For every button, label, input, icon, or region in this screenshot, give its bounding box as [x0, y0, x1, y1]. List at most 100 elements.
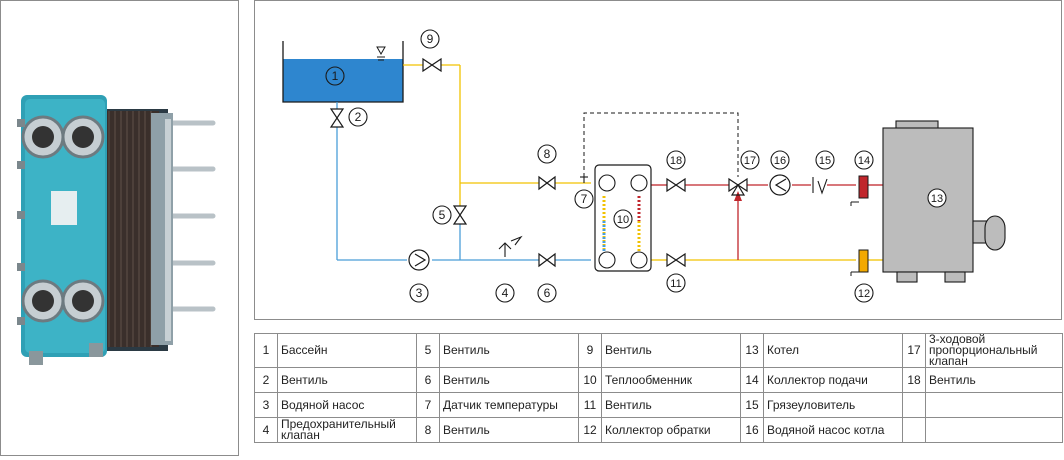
- marker-circle: [666, 273, 686, 293]
- legend-number: [902, 392, 926, 418]
- marker-circle: [325, 66, 345, 86]
- marker-label: 15: [819, 155, 831, 167]
- marker-6: 6: [537, 283, 557, 303]
- marker-2: 2: [348, 107, 368, 127]
- legend-number: 8: [416, 417, 440, 443]
- legend-number: [902, 417, 926, 443]
- marker-18: 18: [666, 150, 686, 170]
- legend-number: 9: [578, 333, 602, 368]
- boiler-pump-icon: [769, 174, 791, 196]
- valve-5-icon: [452, 205, 468, 225]
- marker-8: 8: [537, 144, 557, 164]
- marker-circle: [854, 283, 874, 303]
- marker-label: 3: [416, 286, 423, 300]
- marker-17: 17: [740, 150, 760, 170]
- marker-15: 15: [815, 150, 835, 170]
- marker-label: 7: [581, 192, 588, 206]
- marker-1: 1: [325, 66, 345, 86]
- strainer-icon: [812, 177, 828, 195]
- pool-return-pipes: [403, 64, 591, 206]
- marker-7: 7: [574, 189, 594, 209]
- plate-heat-exchanger-image: [17, 95, 216, 365]
- marker-label: 12: [858, 288, 870, 300]
- valve-11-icon: [666, 252, 686, 268]
- marker-label: 1: [332, 69, 339, 83]
- legend-number: 14: [740, 367, 764, 393]
- marker-14: 14: [854, 150, 874, 170]
- return-manifold-icon: [858, 249, 869, 273]
- legend-description: Вентиль: [439, 333, 579, 368]
- boiler-supply-pipes: [651, 184, 883, 260]
- marker-circle: [432, 205, 452, 225]
- valve-6-icon: [538, 252, 556, 268]
- marker-label: 16: [774, 155, 786, 167]
- marker-16: 16: [770, 150, 790, 170]
- legend-description: [925, 392, 1063, 418]
- marker-label: 9: [427, 32, 434, 46]
- marker-label: 2: [355, 110, 362, 124]
- legend-description: Котел: [763, 333, 903, 368]
- legend-number: 18: [902, 367, 926, 393]
- legend-description: Вентиль: [439, 417, 579, 443]
- valve-18-icon: [666, 177, 686, 193]
- marker-11: 11: [666, 273, 686, 293]
- legend-number: 5: [416, 333, 440, 368]
- legend-description: Коллектор обратки: [601, 417, 741, 443]
- marker-label: 14: [858, 155, 870, 167]
- legend-description: Коллектор подачи: [763, 367, 903, 393]
- legend-number: 4: [254, 417, 278, 443]
- marker-label: 6: [544, 286, 551, 300]
- supply-manifold-icon: [858, 175, 869, 199]
- control-signal-line: [583, 112, 739, 177]
- marker-circle: [537, 144, 557, 164]
- legend-number: 1: [254, 333, 278, 368]
- marker-3: 3: [409, 283, 429, 303]
- marker-circle: [409, 283, 429, 303]
- legend-description: Вентиль: [601, 333, 741, 368]
- marker-circle: [666, 150, 686, 170]
- marker-circle: [495, 283, 515, 303]
- legend-description: Водяной насос: [277, 392, 417, 418]
- marker-label: 5: [439, 208, 446, 222]
- marker-label: 10: [617, 214, 629, 226]
- marker-13: 13: [927, 188, 947, 208]
- temperature-sensor-icon: [580, 176, 588, 183]
- three-way-valve-17-icon: [728, 177, 748, 196]
- pool-circuit-pipes: [336, 102, 591, 261]
- legend-number: 12: [578, 417, 602, 443]
- marker-circle: [854, 150, 874, 170]
- marker-circle: [537, 283, 557, 303]
- pool-outline: [282, 41, 404, 103]
- legend-number: 2: [254, 367, 278, 393]
- marker-label: 13: [931, 193, 943, 205]
- marker-circle: [770, 150, 790, 170]
- legend-description: Водяной насос котла: [763, 417, 903, 443]
- bypass-flow-arrow: [734, 191, 742, 201]
- marker-label: 18: [670, 155, 682, 167]
- legend-number: 3: [254, 392, 278, 418]
- legend-number: 13: [740, 333, 764, 368]
- valve-9-icon: [422, 57, 442, 73]
- valve-2-icon: [329, 108, 345, 128]
- legend-description: Датчик температуры: [439, 392, 579, 418]
- valve-8-icon: [538, 175, 556, 191]
- legend-description: Грязеуловитель: [763, 392, 903, 418]
- marker-circle: [815, 150, 835, 170]
- marker-circle: [613, 209, 633, 229]
- legend-description: Вентиль: [277, 367, 417, 393]
- marker-circle: [348, 107, 368, 127]
- legend-number: 11: [578, 392, 602, 418]
- marker-4: 4: [495, 283, 515, 303]
- legend-number: 17: [902, 333, 926, 368]
- legend-number: 6: [416, 367, 440, 393]
- legend-number: 15: [740, 392, 764, 418]
- marker-circle: [927, 188, 947, 208]
- legend-description: [925, 417, 1063, 443]
- marker-label: 4: [502, 286, 509, 300]
